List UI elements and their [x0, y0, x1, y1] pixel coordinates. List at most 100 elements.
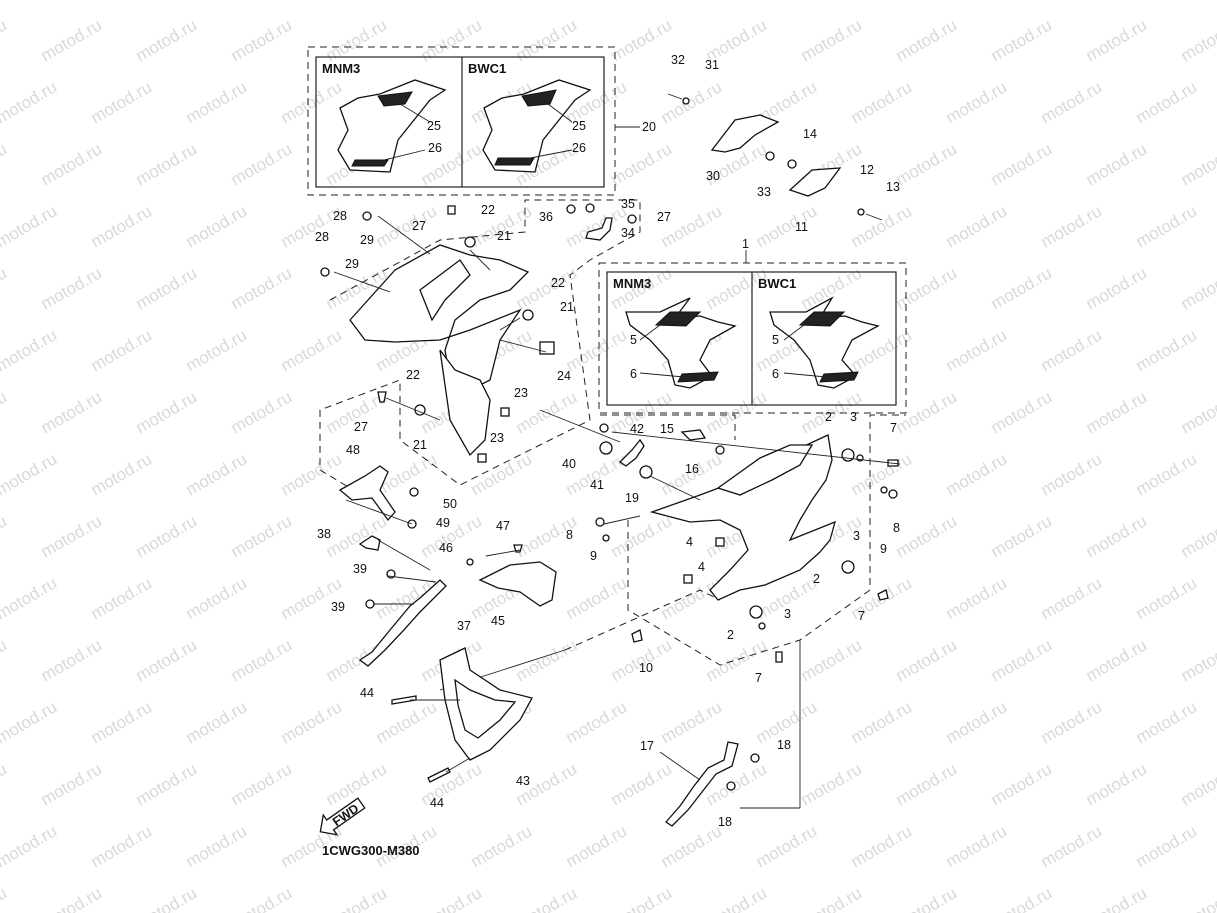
callout-19: 19	[625, 491, 639, 505]
watermark-text: motod.ru	[0, 635, 10, 685]
callout-43: 43	[516, 774, 530, 788]
graphic-decal-6-left	[677, 371, 719, 383]
watermark-text: motod.ru	[418, 15, 486, 65]
leader-lines	[333, 215, 901, 781]
watermark-text: motod.ru	[943, 449, 1011, 499]
watermark-text: motod.ru	[893, 387, 961, 437]
callout-labels: 32 31 30 33 14 12 13 11 28 29 28 29 27 2…	[315, 53, 900, 829]
watermark-text: motod.ru	[183, 77, 251, 127]
watermark-text: motod.ru	[848, 77, 916, 127]
bolt-7-c	[775, 651, 783, 663]
callout-3-b: 3	[853, 529, 860, 543]
watermark-text: motod.ru	[563, 325, 631, 375]
callout-22-c: 22	[406, 368, 420, 382]
watermark-text: motod.ru	[88, 325, 156, 375]
watermark-text: motod.ru	[608, 15, 676, 65]
bracket-48	[338, 465, 396, 522]
watermark-text: motod.ru	[798, 759, 866, 809]
watermark-text: motod.ru	[133, 263, 201, 313]
watermark-text: motod.ru	[893, 759, 961, 809]
callout-30: 30	[706, 169, 720, 183]
washer-12	[857, 208, 865, 216]
graphic-decal-26-left	[351, 159, 389, 167]
callout-27-b: 27	[657, 210, 671, 224]
watermark-text: motod.ru	[1133, 573, 1201, 623]
callout-7-a: 7	[890, 421, 897, 435]
watermark-text: motod.ru	[278, 573, 346, 623]
watermark-text: motod.ru	[848, 201, 916, 251]
callout-28-b: 28	[315, 230, 329, 244]
watermark-text: motod.ru	[1133, 821, 1201, 871]
callout-25-top-right: 25	[572, 119, 586, 133]
watermark-text: motod.ru	[658, 201, 726, 251]
watermark-text: motod.ru	[1038, 821, 1106, 871]
callout-41: 41	[590, 478, 604, 492]
collar-3-c	[758, 622, 766, 630]
watermark-text: motod.ru	[0, 449, 60, 499]
watermark-text: motod.ru	[1083, 15, 1151, 65]
right-inset-right-title: BWC1	[758, 276, 796, 291]
bracket-37	[358, 579, 447, 667]
callout-36: 36	[539, 210, 553, 224]
watermark-text: motod.ru	[278, 325, 346, 375]
callout-26-top-right: 26	[572, 141, 586, 155]
watermark-text: motod.ru	[0, 139, 10, 189]
watermark-text: motod.ru	[278, 697, 346, 747]
watermark-text: motod.ru	[1133, 697, 1201, 747]
watermark-text: motod.ru	[0, 325, 60, 375]
watermark-text: motod.ru	[0, 883, 10, 913]
callout-10: 10	[639, 661, 653, 675]
bolt-27-b	[377, 391, 387, 403]
watermark-text: motod.ru	[563, 573, 631, 623]
watermark-text: motod.ru	[1038, 77, 1106, 127]
nut-27-right	[627, 214, 637, 224]
watermark-text: motod.ru	[893, 263, 961, 313]
watermark-text: motod.ru	[133, 387, 201, 437]
callout-28-a: 28	[333, 209, 347, 223]
callout-44-b: 44	[430, 796, 444, 810]
watermark-text: motod.ru	[1083, 883, 1151, 913]
graphic-decal-26-right	[494, 157, 535, 166]
under-cover-45	[478, 561, 557, 607]
watermark-text: motod.ru	[183, 449, 251, 499]
watermark-text: motod.ru	[988, 511, 1056, 561]
screw-42	[599, 423, 609, 433]
watermark-text: motod.ru	[988, 387, 1056, 437]
watermark-text: motod.ru	[1038, 449, 1106, 499]
watermark-text: motod.ru	[0, 77, 60, 127]
watermark-text: motod.ru	[943, 573, 1011, 623]
watermark-text: motod.ru	[1038, 0, 1106, 3]
watermark-text: motod.ru	[228, 15, 296, 65]
callout-44-a: 44	[360, 686, 374, 700]
side-cover-panel-right-inset-left	[625, 297, 737, 389]
watermark-text: motod.ru	[0, 759, 10, 809]
watermark-text: motod.ru	[0, 201, 60, 251]
assembly-outline-right	[600, 414, 736, 440]
callout-31: 31	[705, 58, 719, 72]
callout-21-c: 21	[413, 438, 427, 452]
damper-2-b	[841, 560, 855, 574]
watermark-text: motod.ru	[658, 77, 726, 127]
damper-40	[599, 441, 613, 455]
watermark-text: motod.ru	[133, 139, 201, 189]
watermark-text: motod.ru	[608, 759, 676, 809]
callout-21-a: 21	[497, 229, 511, 243]
callout-26-top-left: 26	[428, 141, 442, 155]
watermark-text: motod.ru	[798, 635, 866, 685]
watermark-text: motod.ru	[323, 511, 391, 561]
watermark-text: motod.ru	[278, 449, 346, 499]
watermark-text: motod.ru	[88, 697, 156, 747]
watermark-text: motod.ru	[183, 697, 251, 747]
watermark-text: motod.ru	[1178, 883, 1217, 913]
callout-29-b: 29	[345, 257, 359, 271]
watermark-text: motod.ru	[608, 139, 676, 189]
watermark-text: motod.ru	[753, 821, 821, 871]
watermark-text: motod.ru	[38, 759, 106, 809]
watermark-text: motod.ru	[1133, 325, 1201, 375]
graphic-stripe-5-left	[654, 311, 702, 327]
watermark-text: motod.ru	[228, 635, 296, 685]
bolt-36	[566, 204, 576, 214]
clip-23-a	[500, 407, 510, 417]
nut-4-a	[715, 537, 725, 547]
bracket-38	[358, 535, 381, 551]
